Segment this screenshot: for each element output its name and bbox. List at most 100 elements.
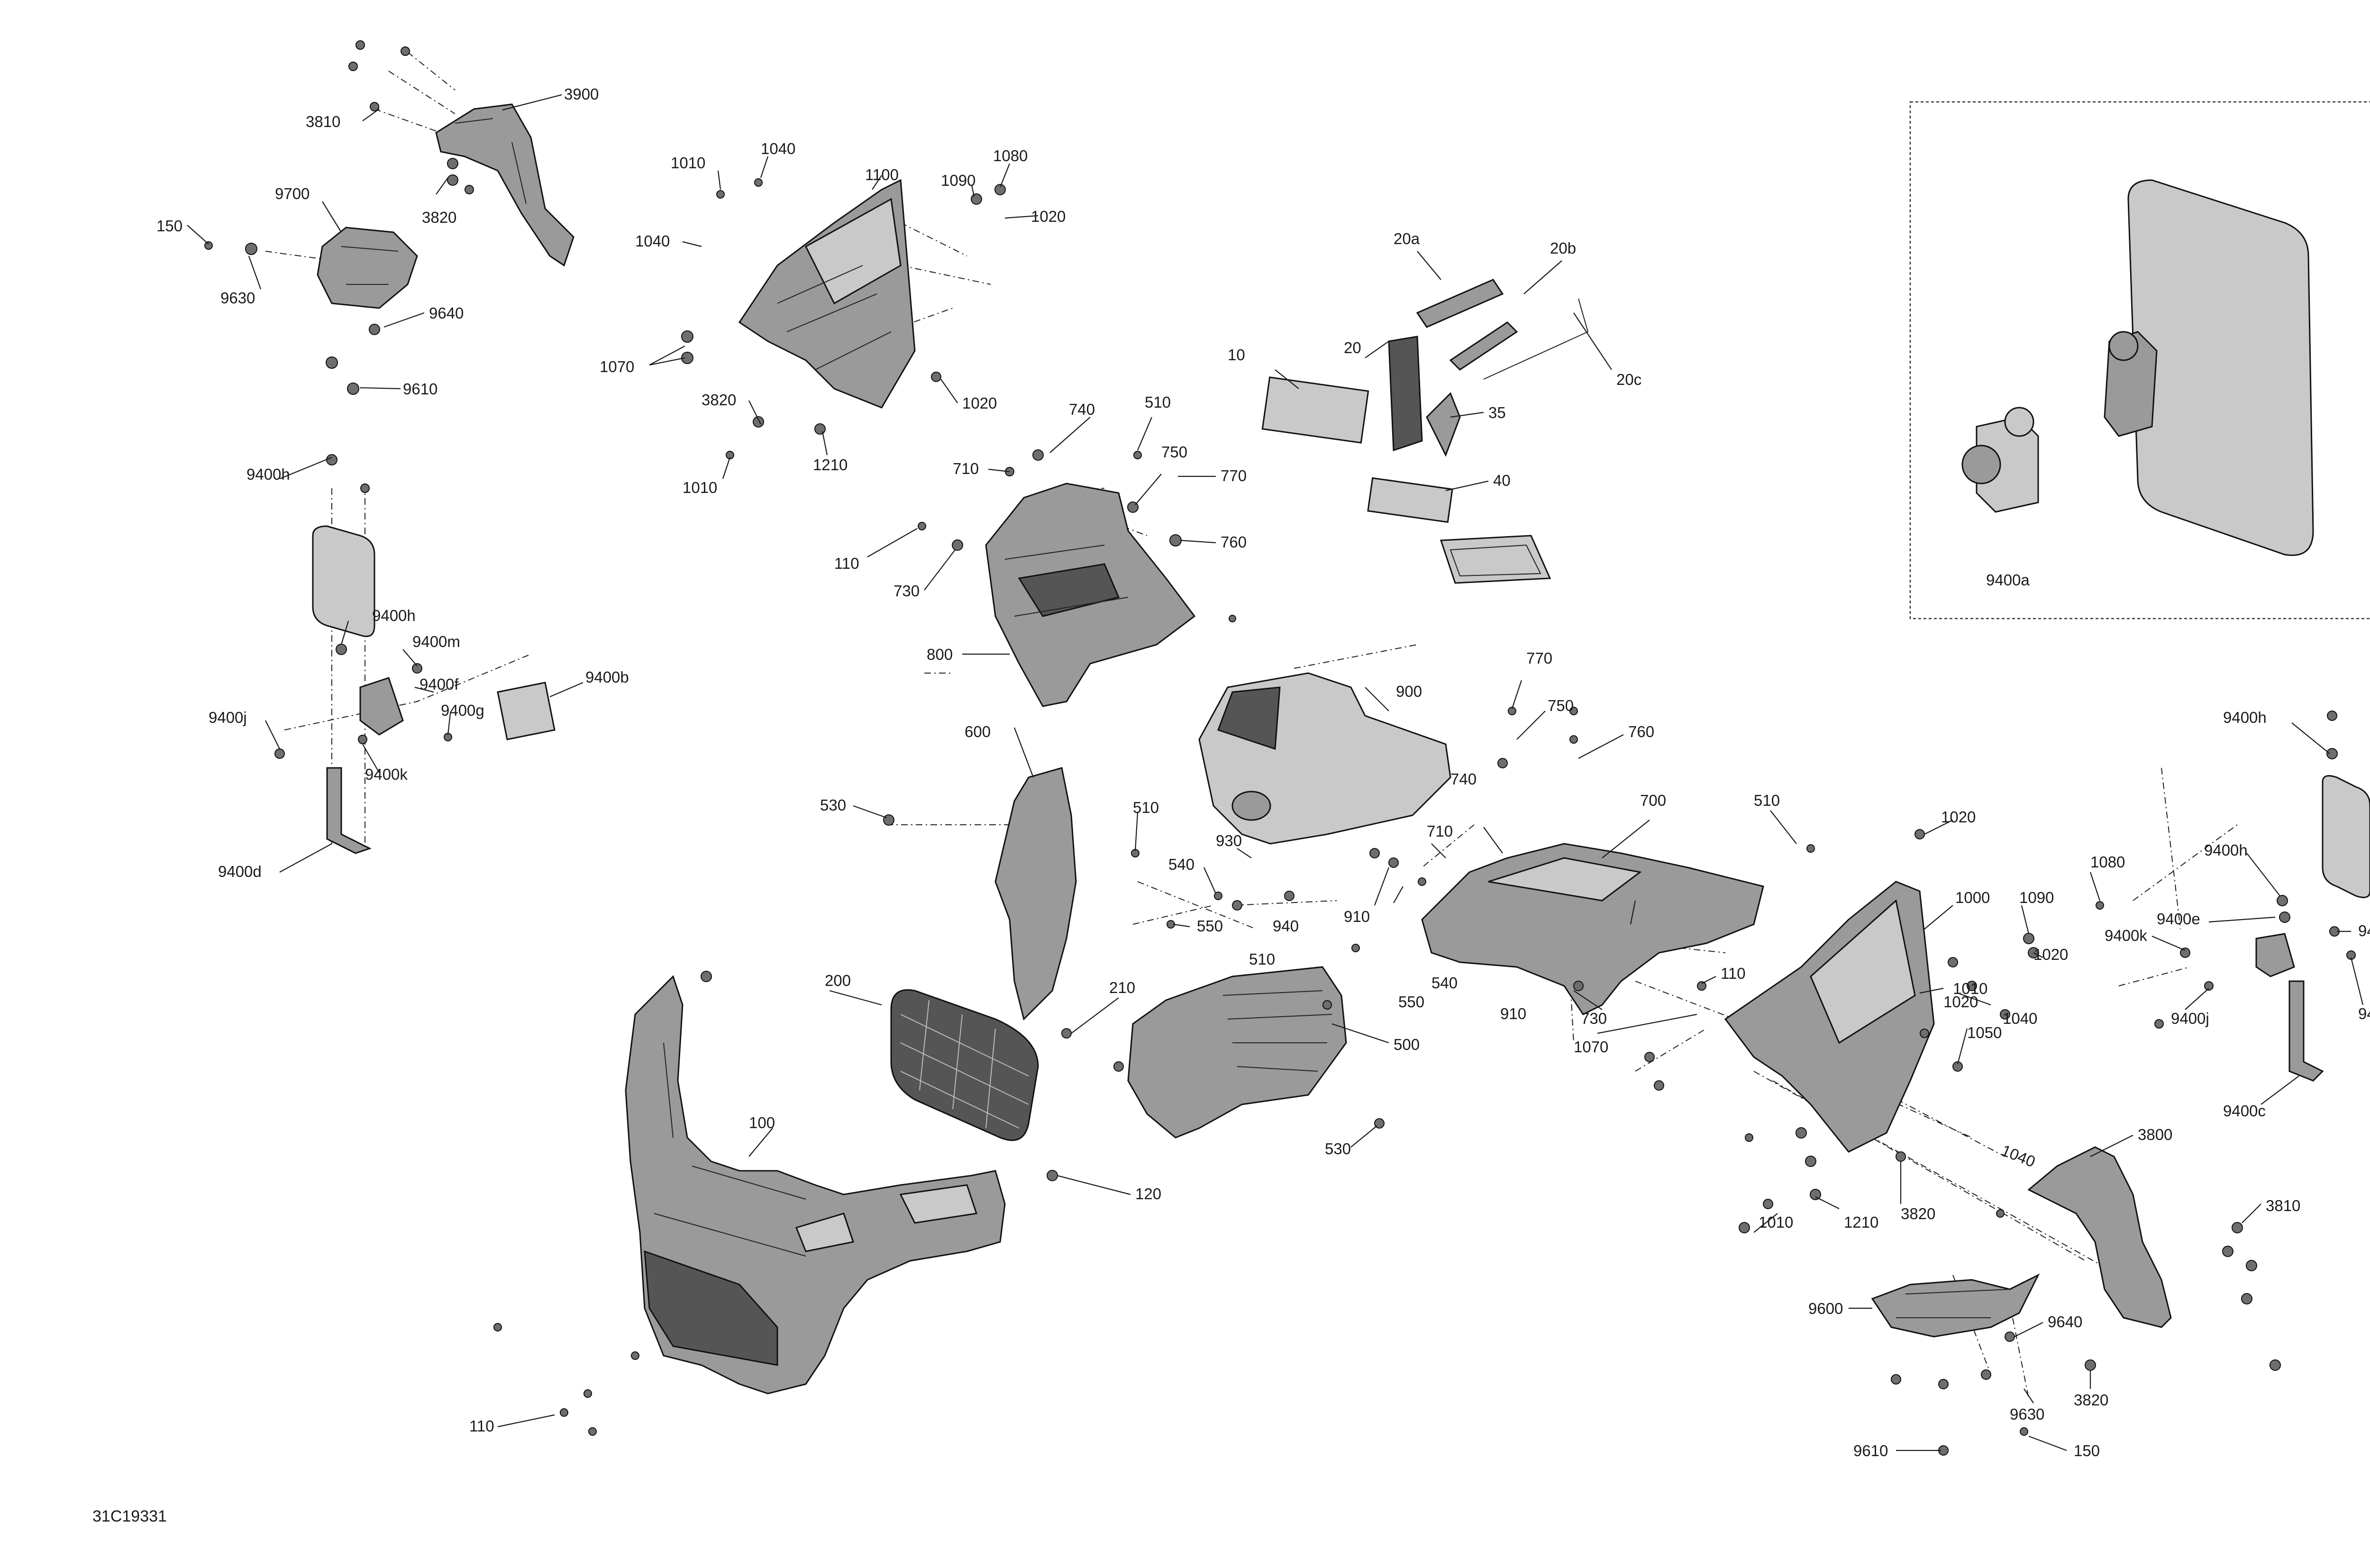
callout: 910 <box>1344 908 1370 925</box>
callout: 540 <box>1168 856 1194 873</box>
callout: 9400g <box>2358 1005 2370 1022</box>
callout: 3810 <box>306 113 340 130</box>
callout: 600 <box>965 723 991 740</box>
callout: 20a <box>1394 230 1420 247</box>
callout: 3900 <box>564 85 599 103</box>
callout: 9400f <box>419 675 459 693</box>
callout: 9610 <box>1853 1442 1888 1459</box>
callout: 9640 <box>2048 1313 2082 1331</box>
hardware <box>204 40 2356 1456</box>
callout: 1070 <box>600 358 634 375</box>
callout: 9610 <box>403 380 438 398</box>
callout: 770 <box>1526 649 1552 667</box>
callout: 550 <box>1197 917 1223 935</box>
callout: 20 <box>1344 339 1361 356</box>
callout: 800 <box>927 646 953 663</box>
callout: 1040 <box>2003 1010 2037 1027</box>
callout: 1020 <box>1031 208 1066 225</box>
callout: 740 <box>1069 401 1095 418</box>
callout: 1090 <box>2019 889 2054 906</box>
callout: 530 <box>820 796 846 814</box>
callout-labels: 3900 3810 3820 9700 150 9630 9640 9610 1… <box>92 85 2370 1525</box>
callout: 9400j <box>209 709 247 726</box>
callout: 200 <box>825 972 851 989</box>
callout: 9400g <box>441 702 484 719</box>
callout: 1100 <box>865 166 899 183</box>
callout: 1210 <box>813 456 848 474</box>
callout: 740 <box>1450 770 1477 788</box>
callout: 1080 <box>2090 853 2125 871</box>
callout: 530 <box>1325 1140 1351 1158</box>
callout: 1010 <box>1759 1213 1793 1231</box>
callout: 1050 <box>1967 1024 2002 1041</box>
callout: 730 <box>1581 1010 1607 1027</box>
callout: 210 <box>1109 979 1135 996</box>
callout: 110 <box>1721 965 1746 982</box>
callout: 1040 <box>761 140 795 157</box>
callout: 750 <box>1161 443 1187 461</box>
callout: 500 <box>1394 1036 1420 1053</box>
callout: 3820 <box>2074 1391 2108 1409</box>
callout: 1010 <box>1953 980 1987 997</box>
callout: 930 <box>1216 832 1242 849</box>
callout: 730 <box>893 582 920 600</box>
callout: 1040 <box>1999 1141 2038 1171</box>
callout: 9400d <box>218 863 262 880</box>
callout: 9400a <box>1986 571 2030 589</box>
callout: 110 <box>469 1417 494 1435</box>
callout: 9600 <box>1808 1300 1843 1317</box>
callout: 9400m <box>2358 922 2370 939</box>
callout: 1010 <box>683 479 717 496</box>
callout: 1040 <box>635 232 670 250</box>
callout: 9630 <box>2010 1405 2044 1423</box>
callout: 9630 <box>220 289 255 307</box>
callout: 9400h <box>2204 841 2248 859</box>
callout: 750 <box>1548 697 1574 714</box>
callout: 710 <box>953 460 979 477</box>
callout: 1090 <box>941 172 975 189</box>
callout: 3800 <box>2138 1126 2172 1143</box>
callout: 900 <box>1396 683 1422 700</box>
callout: 9700 <box>275 185 310 202</box>
callout: 20c <box>1616 371 1641 388</box>
callout: 1070 <box>1574 1038 1608 1056</box>
callout: 510 <box>1145 393 1171 411</box>
callout: 110 <box>834 555 859 572</box>
callout: 3820 <box>1901 1205 1935 1222</box>
callout: 3810 <box>2266 1197 2300 1214</box>
callout: 35 <box>1488 404 1506 421</box>
callout: 9400c <box>2223 1102 2266 1120</box>
callout: 3820 <box>702 391 736 409</box>
callout: 910 <box>1500 1005 1526 1022</box>
callout: 510 <box>1249 950 1275 968</box>
callout: 760 <box>1628 723 1654 740</box>
callout: 100 <box>749 1114 775 1131</box>
callout: 1010 <box>671 154 705 172</box>
callout: 9400m <box>412 633 460 650</box>
callout: 1020 <box>962 394 997 412</box>
callout: 9400e <box>2157 910 2200 928</box>
callout: 150 <box>156 217 182 235</box>
callout: 1020 <box>1941 808 1976 826</box>
callout: 3820 <box>422 209 456 226</box>
callout: 1080 <box>993 147 1028 164</box>
callout: 700 <box>1640 792 1666 809</box>
callout: 120 <box>1135 1185 1161 1203</box>
callout: 20b <box>1550 239 1576 257</box>
callout: 510 <box>1133 799 1159 816</box>
callout: 1210 <box>1844 1213 1878 1231</box>
callout: 540 <box>1431 974 1458 992</box>
callout: 9400b <box>585 668 629 686</box>
callout: 1020 <box>1943 993 1978 1011</box>
callout: 10 <box>1228 346 1245 364</box>
callout: 9400h <box>2223 709 2267 726</box>
callout: 550 <box>1398 993 1424 1011</box>
callout: 710 <box>1427 822 1453 840</box>
diagram-code: 31C19331 <box>92 1507 167 1525</box>
callout: 770 <box>1221 467 1247 484</box>
callout: 9400h <box>246 465 290 483</box>
part-shapes <box>312 101 2370 1395</box>
callout: 9400k <box>365 766 408 783</box>
callout: 760 <box>1221 533 1247 551</box>
